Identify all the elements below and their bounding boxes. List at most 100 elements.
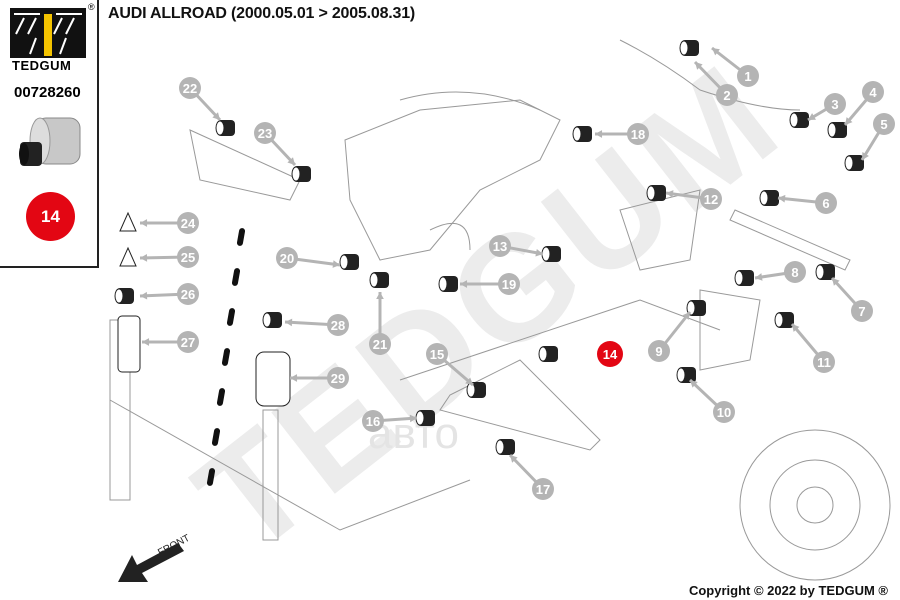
callout-number: 16 bbox=[366, 414, 380, 429]
callout-12[interactable]: 12 bbox=[665, 188, 722, 210]
callout-number: 10 bbox=[717, 405, 731, 420]
callout-number: 21 bbox=[373, 337, 387, 352]
callout-2[interactable]: 2 bbox=[693, 60, 738, 106]
callout-6[interactable]: 6 bbox=[777, 192, 837, 214]
arrowhead-icon bbox=[212, 112, 220, 120]
callout-number: 7 bbox=[858, 304, 865, 319]
callout-number: 5 bbox=[880, 117, 887, 132]
callout-circle bbox=[254, 122, 276, 144]
callout-3[interactable]: 3 bbox=[807, 93, 846, 122]
callout-circle bbox=[851, 300, 873, 322]
diagram-outline bbox=[699, 289, 761, 371]
bushing-face bbox=[339, 254, 349, 270]
callout-19[interactable]: 19 bbox=[460, 273, 520, 295]
callout-circle bbox=[862, 81, 884, 103]
axis-dash bbox=[216, 388, 226, 406]
callout-29[interactable]: 29 bbox=[290, 367, 349, 389]
axis-dash bbox=[236, 228, 246, 246]
bushing-face bbox=[679, 40, 689, 56]
bushing-face bbox=[438, 276, 448, 292]
diagram-outline bbox=[429, 222, 471, 251]
bushing-face bbox=[369, 272, 379, 288]
arrowhead-icon bbox=[287, 157, 295, 165]
arrowhead-icon bbox=[376, 292, 384, 300]
callout-22[interactable]: 22 bbox=[179, 77, 222, 122]
bushing-face bbox=[291, 166, 301, 182]
callout-circle bbox=[813, 351, 835, 373]
arrowhead-icon bbox=[690, 380, 698, 388]
callout-17[interactable]: 17 bbox=[508, 453, 554, 500]
callout-1[interactable]: 1 bbox=[711, 46, 759, 87]
bushing-face bbox=[415, 410, 425, 426]
bushing-face bbox=[541, 246, 551, 262]
selected-position-badge[interactable]: 14 bbox=[26, 192, 75, 241]
callout-4[interactable]: 4 bbox=[843, 81, 884, 126]
callout-28[interactable]: 28 bbox=[284, 314, 349, 336]
copyright-text: Copyright © 2022 by TEDGUM ® bbox=[688, 583, 888, 598]
bushing-face bbox=[495, 439, 505, 455]
bushing-face bbox=[538, 346, 548, 362]
callout-21[interactable]: 21 bbox=[369, 292, 391, 355]
callout-5[interactable]: 5 bbox=[860, 113, 895, 161]
callout-circle bbox=[177, 212, 199, 234]
callout-circle bbox=[873, 113, 895, 135]
callout-15[interactable]: 15 bbox=[426, 343, 474, 387]
callout-8[interactable]: 8 bbox=[754, 261, 806, 283]
callout-13[interactable]: 13 bbox=[489, 235, 544, 257]
arrowhead-icon bbox=[832, 278, 840, 286]
dust-boot-part bbox=[117, 315, 141, 373]
callout-circle bbox=[532, 478, 554, 500]
callout-number: 9 bbox=[655, 344, 662, 359]
callout-20[interactable]: 20 bbox=[276, 247, 341, 269]
axis-dash bbox=[221, 348, 231, 366]
callout-23[interactable]: 23 bbox=[254, 122, 297, 167]
callout-26[interactable]: 26 bbox=[139, 283, 199, 305]
callout-number: 25 bbox=[181, 250, 195, 265]
bushing-face bbox=[215, 120, 225, 136]
diagram-outline bbox=[619, 189, 701, 271]
callout-circle bbox=[327, 314, 349, 336]
callout-14[interactable]: 14 bbox=[597, 341, 623, 367]
axis-dash bbox=[226, 308, 236, 326]
callout-circle bbox=[177, 283, 199, 305]
arrowhead-icon bbox=[666, 190, 674, 198]
arrowhead-icon bbox=[465, 377, 473, 385]
callout-18[interactable]: 18 bbox=[595, 123, 649, 145]
bushing-face bbox=[114, 288, 124, 304]
diagram-outline bbox=[344, 99, 561, 261]
brand-name: TEDGUM bbox=[12, 58, 72, 73]
front-arrow-icon: FRONT bbox=[118, 533, 192, 582]
bushing-product-image bbox=[19, 117, 81, 166]
arrowhead-icon bbox=[755, 273, 763, 281]
callout-circle bbox=[737, 65, 759, 87]
callout-11[interactable]: 11 bbox=[790, 323, 835, 373]
callout-number: 18 bbox=[631, 127, 645, 142]
bushing-face bbox=[759, 190, 769, 206]
callout-9[interactable]: 9 bbox=[648, 311, 692, 362]
callout-number: 27 bbox=[181, 335, 195, 350]
bushing-face bbox=[646, 185, 656, 201]
arrowhead-icon bbox=[595, 130, 603, 138]
diagram-outline bbox=[109, 399, 471, 531]
arrowhead-icon bbox=[712, 48, 720, 56]
callout-27[interactable]: 27 bbox=[142, 331, 199, 353]
arrowhead-icon bbox=[862, 152, 869, 160]
bushing-face bbox=[827, 122, 837, 138]
callout-16[interactable]: 16 bbox=[362, 410, 418, 432]
callout-25[interactable]: 25 bbox=[139, 246, 199, 268]
callout-number: 24 bbox=[181, 216, 196, 231]
callout-number: 3 bbox=[831, 97, 838, 112]
callout-circle bbox=[713, 401, 735, 423]
diagram-outline bbox=[619, 39, 801, 111]
arrowhead-icon bbox=[290, 374, 298, 382]
callout-circle bbox=[177, 331, 199, 353]
callout-circle bbox=[179, 77, 201, 99]
bushing-face bbox=[734, 270, 744, 286]
callout-10[interactable]: 10 bbox=[688, 378, 735, 423]
callout-number: 2 bbox=[723, 88, 730, 103]
bushing-face bbox=[815, 264, 825, 280]
callout-24[interactable]: 24 bbox=[140, 212, 199, 234]
callout-7[interactable]: 7 bbox=[830, 276, 873, 322]
callout-number: 12 bbox=[704, 192, 718, 207]
